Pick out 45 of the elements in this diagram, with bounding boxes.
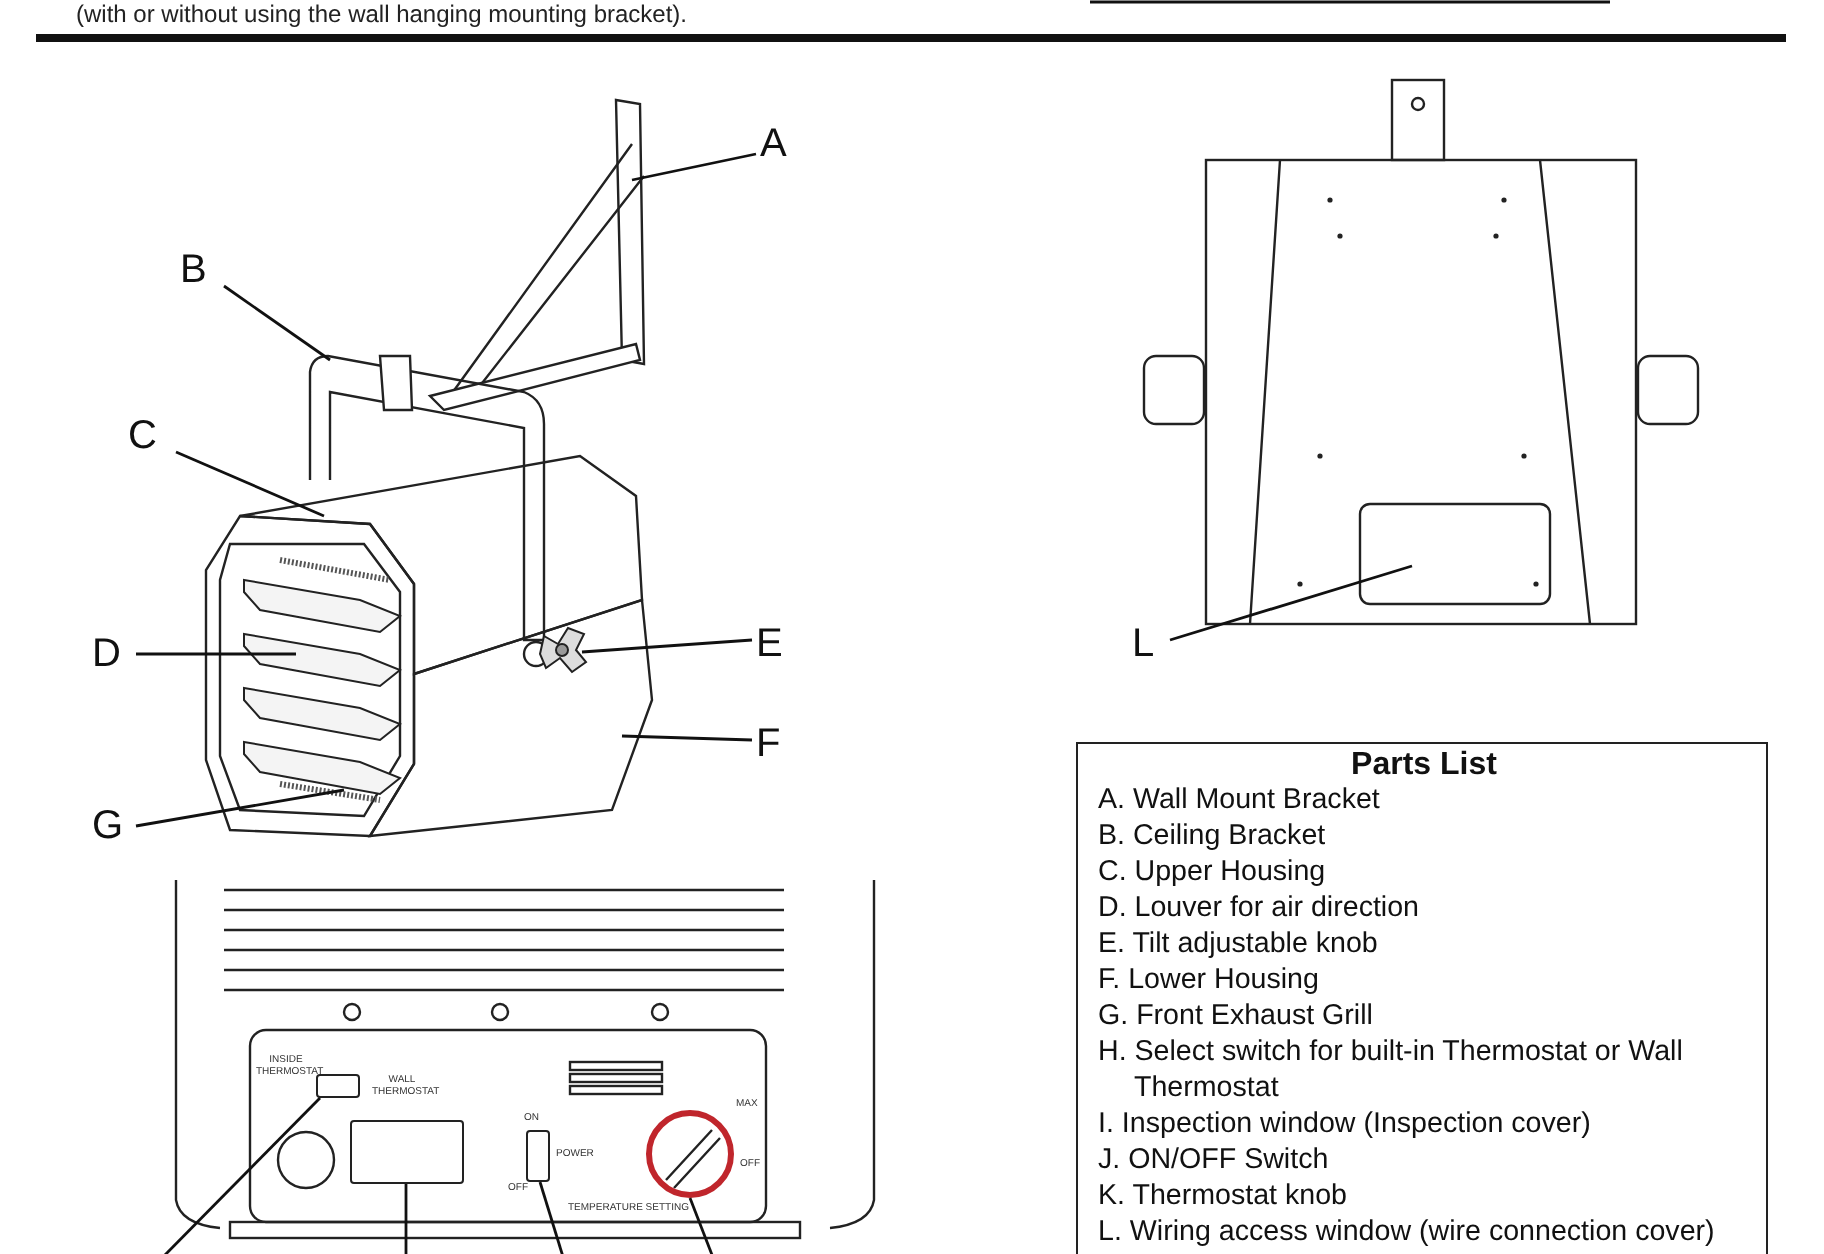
parts-list-item: A. Wall Mount Bracket — [1098, 782, 1382, 818]
callout-letter: F — [756, 724, 781, 764]
parts-list-item: C. Upper Housing — [1098, 854, 1328, 890]
note-text: (with or without using the wall hanging mounting bracket). — [76, 2, 687, 28]
thermostat-knob — [646, 1110, 734, 1198]
parts-list-item: D. Louver for air direction — [1098, 890, 1422, 926]
leader-line — [538, 1181, 566, 1254]
parts-list-item: G. Front Exhaust Grill — [1098, 998, 1375, 1034]
leader-line — [404, 1184, 408, 1254]
wall-bracket-drawing — [427, 98, 646, 412]
callout-letter: A — [760, 124, 787, 164]
leader-line — [223, 284, 331, 362]
power-switch — [526, 1130, 550, 1182]
leader-line — [136, 652, 296, 656]
parts-list-item: F. Lower Housing — [1098, 962, 1321, 998]
leader-line — [581, 638, 753, 654]
callout-letter: C — [128, 416, 157, 456]
callout-letter: D — [92, 634, 121, 674]
leader-line — [175, 450, 325, 518]
parts-list-item: E. Tilt adjustable knob — [1098, 926, 1380, 962]
callout-letter: B — [180, 250, 207, 290]
inspection-window — [350, 1120, 464, 1184]
leader-line — [135, 788, 345, 828]
parts-list-item: H. Select switch for built-in Thermostat or Wall Thermostat — [1098, 1034, 1685, 1106]
parts-list-item: J. ON/OFF Switch — [1098, 1142, 1331, 1178]
parts-list-panel — [1076, 742, 1768, 1254]
callout-letter: L — [1132, 624, 1155, 664]
lower-housing-drawing — [367, 598, 654, 838]
parts-list-item: L. Wiring access window (wire connection cover) — [1098, 1214, 1717, 1250]
callout-letter: E — [756, 624, 783, 664]
exhaust-grill-drawing — [204, 514, 416, 838]
leader-line — [621, 734, 753, 742]
leader-line — [1169, 564, 1413, 642]
parts-list-item: B. Ceiling Bracket — [1098, 818, 1328, 854]
callout-letter: G — [92, 806, 124, 846]
selector-switch — [316, 1074, 360, 1098]
leader-line — [631, 152, 757, 182]
wiring-access-window — [1358, 502, 1552, 606]
ceiling-bracket-drawing — [308, 354, 546, 642]
parts-list-title: Parts List — [1349, 748, 1499, 782]
parts-list-item: K. Thermostat knob — [1098, 1178, 1349, 1214]
tilt-knob-drawing — [522, 626, 588, 674]
leader-line — [688, 1197, 716, 1254]
leader-line — [159, 1097, 321, 1254]
parts-list-item: I. Inspection window (Inspection cover) — [1098, 1106, 1593, 1142]
